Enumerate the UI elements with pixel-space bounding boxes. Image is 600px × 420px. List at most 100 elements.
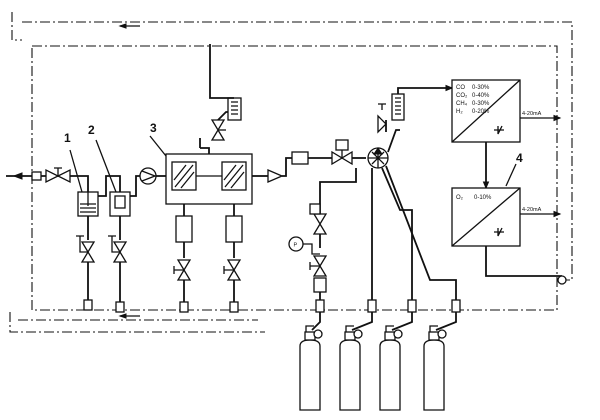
cylinder-4 — [423, 325, 447, 411]
cylinder-3-handle — [385, 325, 394, 332]
analyzer-2-diagonal — [451, 187, 521, 247]
pipe-to-filter-2 — [98, 175, 121, 197]
cylinder-1-handle — [305, 325, 314, 332]
callout-3: 3 — [150, 121, 157, 135]
analyzer-1-gas-1: CO — [456, 85, 465, 91]
analyzer-exhaust — [485, 246, 562, 277]
bulkhead-3 — [407, 299, 417, 313]
selector-to-rotameter — [387, 129, 400, 153]
vent-line-bottom — [9, 312, 265, 333]
analyzer-rotameter-scale — [395, 97, 401, 115]
cylinder-4-handle — [429, 325, 438, 332]
pressure-gauge-tag: P — [294, 243, 298, 249]
callout-4: 4 — [516, 151, 523, 165]
cylinder-4-regulator — [437, 329, 447, 339]
cylinder-feed-lines — [311, 312, 457, 331]
pipe-to-flowmeter — [282, 157, 292, 177]
cooler-cell-right-hatch — [223, 164, 245, 189]
vent-line-top — [22, 21, 573, 281]
analyzer-2-gas: O₂ — [456, 195, 464, 201]
trap-1-valve-handle — [76, 235, 88, 253]
selector-ports — [368, 148, 388, 168]
trap-1-drain-fitting — [83, 299, 93, 311]
inlet-valve-stem — [54, 167, 62, 176]
callout-1-leader — [69, 149, 83, 193]
sample-conditioning-line — [252, 139, 366, 183]
cylinder-1-body — [299, 339, 321, 411]
pipe-to-filter-1 — [70, 175, 89, 192]
gas-selector-valve — [367, 129, 457, 300]
bulkhead-fittings — [311, 299, 461, 331]
cylinder-2-handle — [345, 325, 354, 332]
analyzer-2-range: 0-10% — [474, 195, 492, 201]
flow-arrows — [120, 25, 140, 317]
drain-left-valve-handle — [173, 266, 184, 274]
cylinder-2 — [339, 325, 363, 411]
cal-line — [319, 168, 357, 214]
analyzer-2-signal-arrow — [553, 210, 562, 218]
selector-outlet-2 — [381, 167, 413, 300]
drain-left-fitting — [179, 301, 189, 313]
filter-2-valve-handle — [108, 235, 120, 253]
cylinder-4-body — [423, 339, 445, 411]
inlet-fitting — [31, 171, 42, 181]
filter-2: 2 — [88, 123, 131, 313]
bulkhead-4 — [451, 299, 461, 313]
gauge-tap — [303, 243, 320, 255]
selector-mark — [373, 147, 383, 155]
callout-3-leader — [149, 135, 167, 157]
fine-filter-cone — [267, 169, 284, 183]
cooler-top-port — [200, 147, 210, 154]
drain-pot-left — [175, 215, 193, 243]
cooler-vent-branch — [199, 44, 242, 148]
analyzer-multigas: CO 0-30% CO₂ 0-40% CH₄ 0-30% H₂ 0-20% 4-… — [451, 79, 562, 143]
cylinder-3-regulator — [393, 329, 403, 339]
flow-arrow-heads — [118, 23, 127, 319]
callout-2-leader — [95, 139, 117, 193]
bulkhead-2 — [367, 299, 377, 313]
filter-2-element — [114, 195, 126, 209]
pump-symbol — [141, 170, 157, 182]
cylinder-3-body — [379, 339, 401, 411]
vent-rotameter-scale — [231, 101, 238, 115]
cal-filter — [313, 277, 327, 293]
analyzer-oxygen: O₂ 0-10% 4-20mA 4 — [451, 142, 567, 285]
inlet-section — [6, 167, 89, 192]
exhaust-fitting — [557, 275, 567, 285]
sample-pump — [130, 167, 166, 197]
vent-line-left-stub — [11, 12, 22, 41]
cal-valve — [312, 213, 328, 235]
analyzer-1-signal-arrow — [553, 114, 562, 122]
analyzer-1-diagonal — [451, 79, 521, 143]
analyzer-feed — [377, 84, 454, 134]
drain-right-fitting — [229, 301, 239, 313]
analyzer-1-gas-2: CO₂ — [456, 93, 468, 99]
calibration-branch: P — [288, 168, 357, 300]
cooler-unit-3: 3 — [149, 121, 253, 313]
filter-2-drain-fitting — [115, 301, 125, 313]
vent-exhaust-line — [209, 44, 234, 99]
analyzer-1-output: 4-20mA — [522, 111, 542, 117]
analyzer-2-output: 4-20mA — [522, 207, 542, 213]
solenoid-actuator — [335, 139, 349, 151]
vent-return-lines — [9, 12, 573, 333]
callout-4-leader — [505, 163, 517, 187]
cooler-cell-left-hatch — [173, 164, 195, 189]
analyzer-1-gas-3: CH₄ — [456, 101, 468, 107]
callout-1: 1 — [64, 131, 71, 145]
drain-right-valve-handle — [223, 266, 234, 274]
gas-cylinders — [299, 325, 447, 411]
feed-valve-handle — [378, 103, 386, 110]
cylinder-3 — [379, 325, 403, 411]
cal-valve-actuator — [309, 203, 321, 215]
feed-valve — [377, 114, 387, 134]
feed-to-analyzer-1 — [397, 87, 452, 94]
cylinder-2-regulator — [353, 329, 363, 339]
analyzer-1-gas-4: H₂ — [456, 109, 463, 115]
analyzer-1-symbol — [494, 125, 504, 135]
analyzer-2-symbol — [494, 227, 504, 237]
feed-arrow — [445, 84, 454, 92]
cylinder-2-body — [339, 339, 361, 411]
analyzer-1-range-2: 0-40% — [472, 93, 490, 99]
